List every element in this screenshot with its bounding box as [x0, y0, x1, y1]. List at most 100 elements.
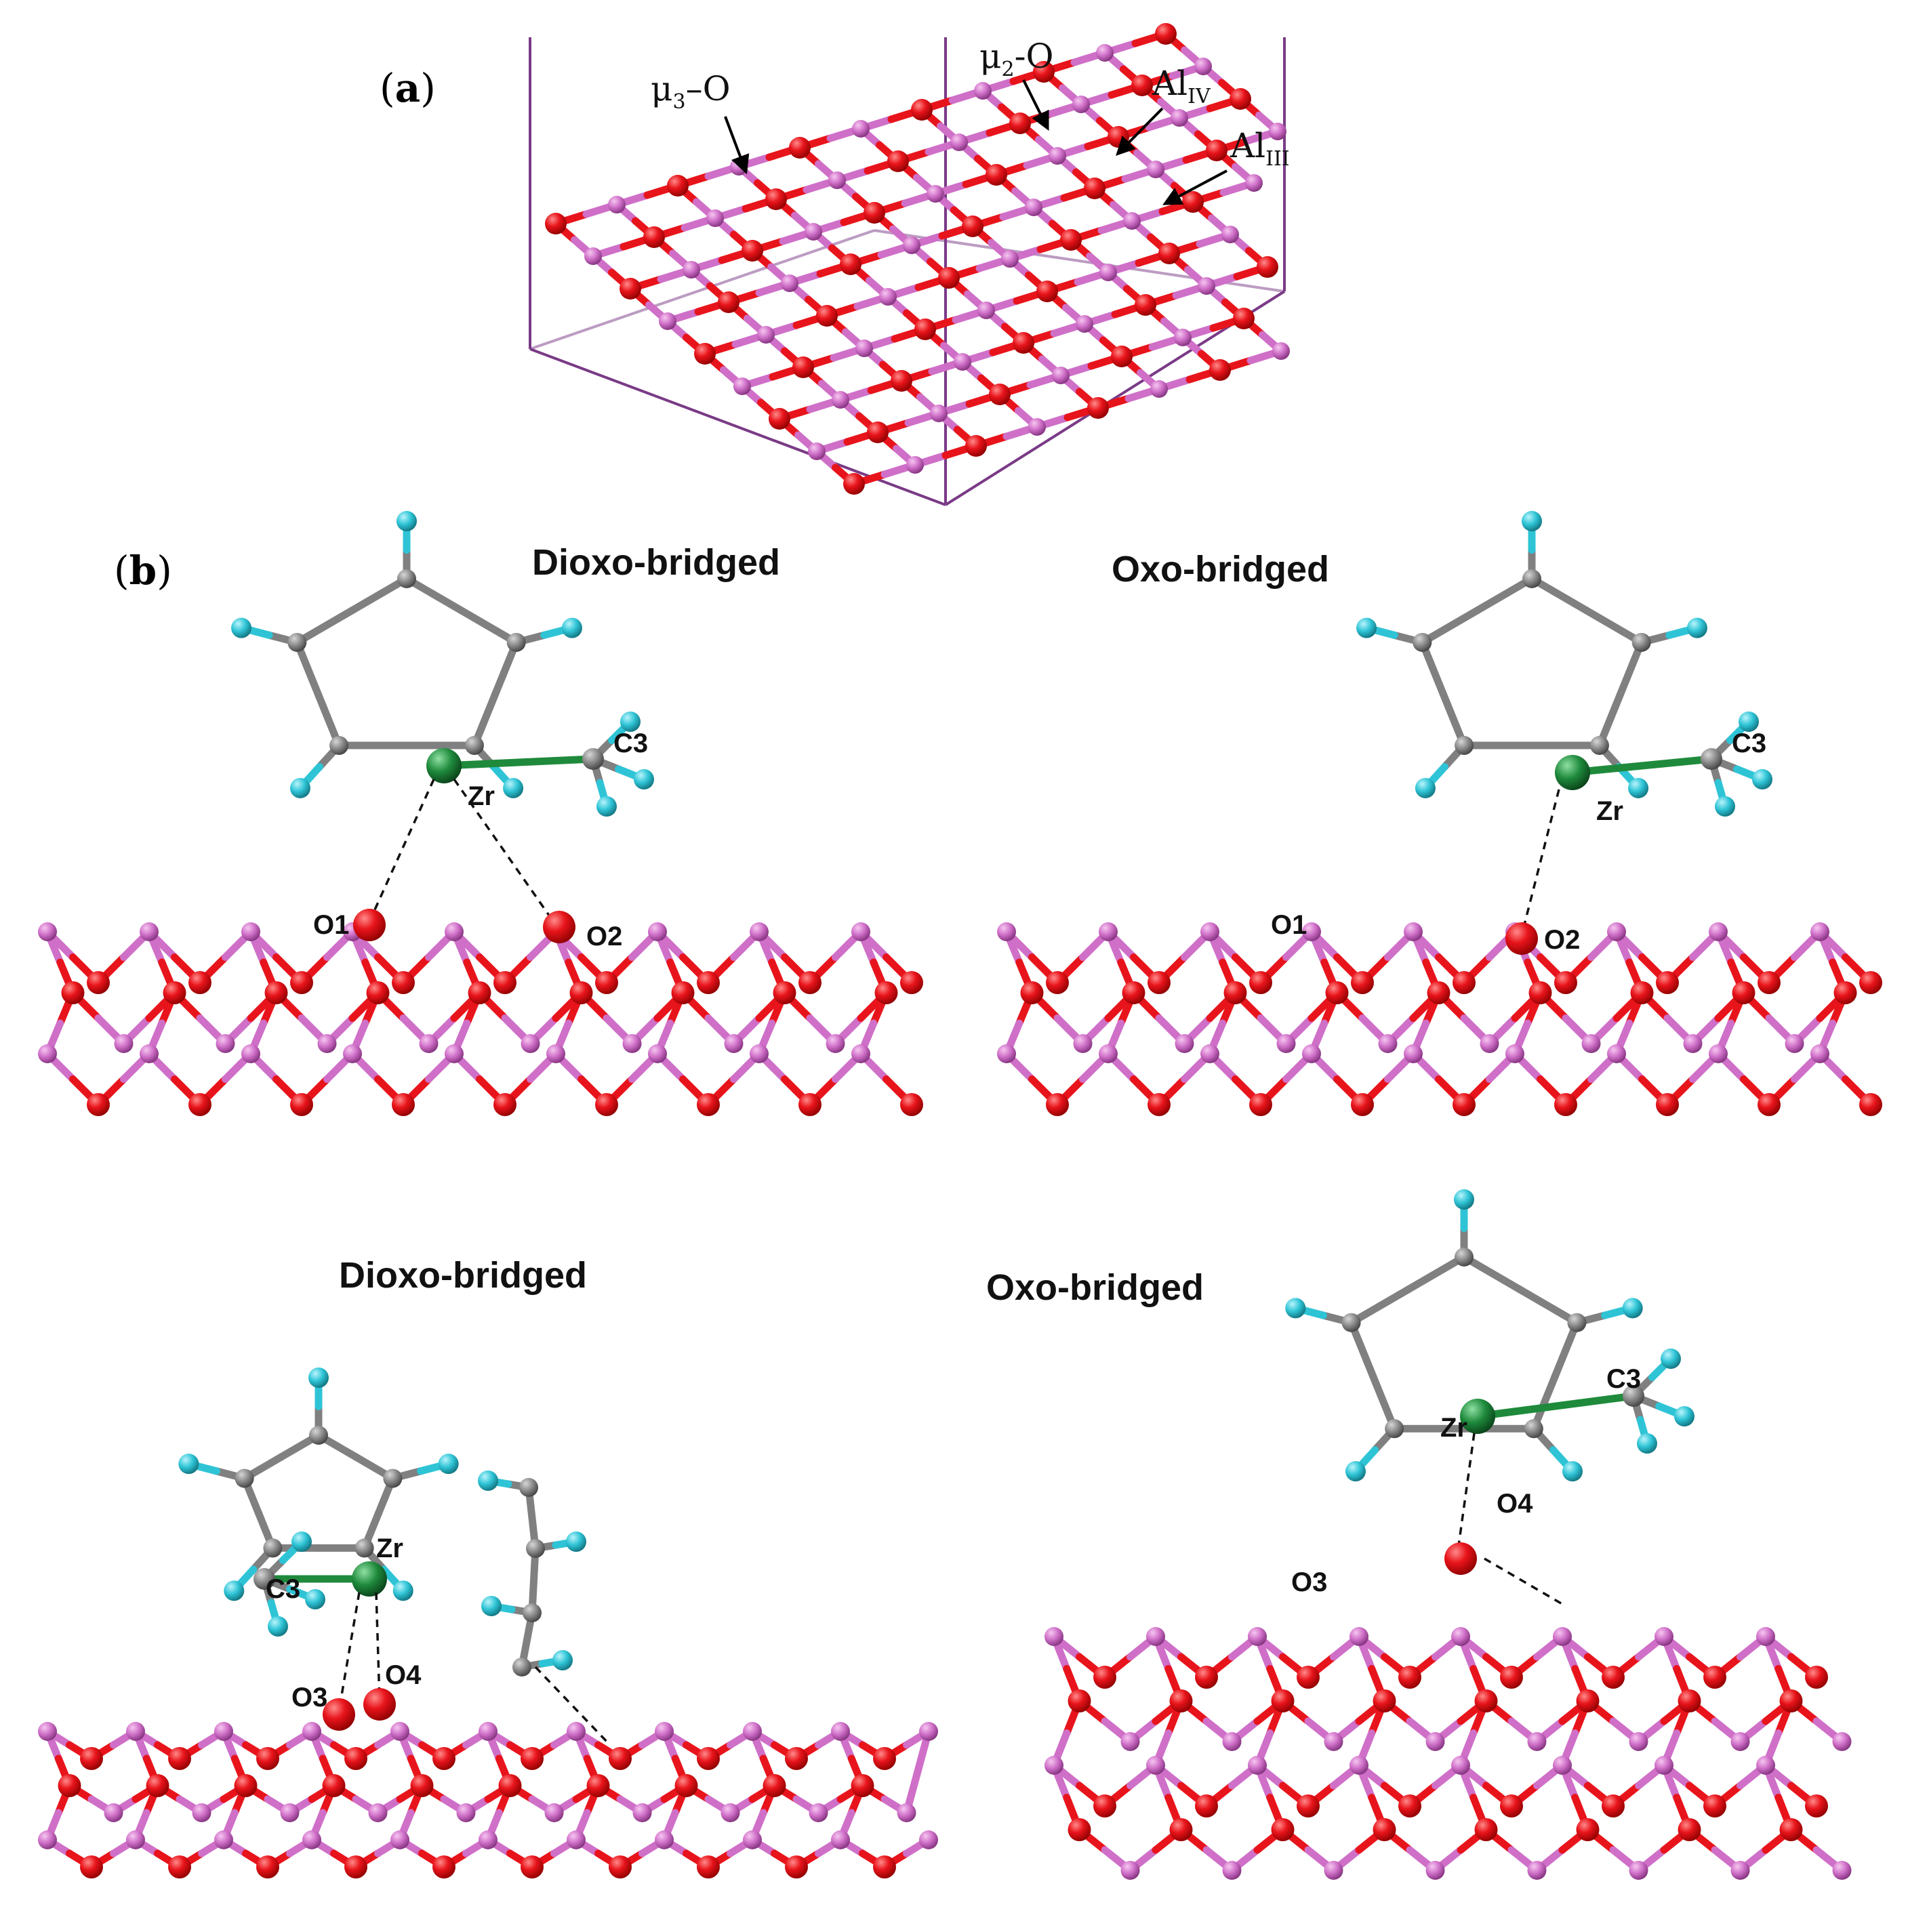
structure-3-o4-label: O4 [385, 1660, 422, 1690]
carbon-atom [1631, 632, 1651, 652]
oxygen-atom [1373, 1818, 1396, 1841]
aluminum-atom [897, 1803, 916, 1822]
hydrogen-atom [224, 1580, 245, 1601]
hydrogen-atom [305, 1589, 325, 1609]
mu2-o-arrow [1022, 79, 1049, 131]
aluminum-atom [733, 377, 751, 395]
aluminum-atom [1198, 277, 1215, 295]
aluminum-atom [1222, 1732, 1242, 1751]
oxygen-atom [392, 1093, 415, 1116]
aluminum-atom [1709, 922, 1728, 941]
structure-2-o1-label: O1 [1271, 910, 1307, 940]
structure-3-adsorbate [178, 1368, 611, 1746]
structure-2-title: Oxo-bridged [1112, 549, 1329, 590]
carbon-atom [582, 748, 604, 770]
hydrogen-atom [552, 1650, 573, 1670]
aluminum-atom [1655, 1756, 1673, 1775]
aluminum-atom [808, 443, 826, 460]
oxygen-atom [1732, 981, 1755, 1004]
unit-cell-box [529, 37, 1286, 506]
hydrogen-atom [481, 1596, 502, 1616]
oxygen-atom [1206, 140, 1227, 161]
oxygen-atom [900, 1093, 923, 1116]
zirconium-atom [426, 748, 462, 783]
oxygen-atom [1474, 1818, 1498, 1841]
hydrogen-atom [1285, 1298, 1306, 1319]
hydrogen-atom [1415, 777, 1436, 798]
oxygen-atom [1427, 981, 1450, 1004]
oxygen-atom [1444, 1542, 1477, 1575]
oxygen-atom [353, 909, 386, 941]
interaction-line [368, 779, 435, 922]
carbon-atom [526, 1539, 545, 1558]
aluminum-atom [1200, 1044, 1219, 1063]
bond [1473, 575, 1536, 615]
oxygen-atom [851, 1774, 874, 1797]
aluminum-atom [1302, 922, 1321, 941]
oxygen-atom [1576, 1689, 1600, 1712]
aluminum-atom [1756, 1756, 1775, 1775]
aluminum-atom [855, 340, 873, 357]
oxygen-atom [798, 971, 821, 994]
oxygen-atom [521, 1855, 544, 1878]
interaction-line [1456, 1433, 1476, 1556]
oxygen-atom [163, 981, 186, 1004]
oxygen-atom [498, 1774, 522, 1797]
aluminum-atom [1553, 1627, 1572, 1646]
aluminum-atom [831, 1830, 850, 1849]
oxygen-atom [432, 1855, 455, 1878]
aluminum-atom [1553, 1756, 1572, 1775]
aluminum-atom [1683, 1034, 1703, 1053]
aluminum-atom [1099, 1044, 1118, 1063]
aluminum-atom [851, 922, 870, 941]
oxygen-atom [264, 981, 288, 1004]
bond [348, 575, 411, 615]
bond [1583, 607, 1646, 646]
oxygen-atom [595, 971, 618, 994]
al-iv-label: AlIV [1152, 64, 1211, 108]
oxygen-atom [773, 981, 796, 1004]
aluminum-atom [1146, 1756, 1165, 1775]
interaction-line [534, 1666, 611, 1746]
aluminum-atom [280, 1803, 300, 1822]
bond [1347, 1319, 1377, 1380]
oxygen-atom [1656, 1093, 1679, 1116]
oxygen-atom [1036, 281, 1058, 302]
panel-b: (b) Dioxo-bridged Oxo-bridged Dioxo-brid… [38, 511, 1882, 1880]
carbon-atom [506, 632, 526, 652]
oxygen-atom [290, 971, 313, 994]
aluminum-atom [1221, 226, 1239, 243]
aluminum-atom [1655, 1627, 1673, 1646]
oxygen-atom [1453, 1093, 1476, 1116]
oxygen-atom [671, 981, 695, 1004]
oxygen-atom [1630, 981, 1654, 1004]
oxygen-atom [1148, 971, 1171, 994]
hydrogen-atom [478, 1471, 498, 1491]
oxygen-atom [1351, 971, 1374, 994]
oxygen-atom [1554, 1093, 1577, 1116]
oxygen-atom [1060, 229, 1082, 251]
oxygen-atom [392, 971, 415, 994]
oxygen-atom [366, 981, 390, 1004]
mu2-o-label: μ2-O [979, 37, 1053, 81]
oxygen-atom [874, 981, 898, 1004]
aluminum-atom [1505, 1044, 1524, 1063]
aluminum-atom [1044, 1627, 1063, 1646]
oxygen-atom [1122, 981, 1145, 1004]
oxygen-atom [763, 1774, 786, 1797]
aluminum-atom [1629, 1732, 1648, 1751]
aluminum-atom [1832, 1861, 1852, 1880]
oxygen-atom [256, 1855, 279, 1878]
aluminum-atom [1052, 367, 1070, 384]
aluminum-atom [1072, 96, 1090, 113]
oxygen-atom [891, 370, 912, 392]
oxygen-atom [643, 226, 665, 248]
oxygen-atom [620, 278, 641, 300]
hydrogen-atom [268, 1616, 288, 1637]
oxygen-atom [1398, 1794, 1421, 1817]
oxygen-atom [1209, 359, 1231, 381]
aluminum-atom [479, 1830, 498, 1849]
bond [1418, 607, 1481, 646]
oxygen-atom [742, 240, 763, 262]
carbon-atom [383, 1468, 403, 1488]
